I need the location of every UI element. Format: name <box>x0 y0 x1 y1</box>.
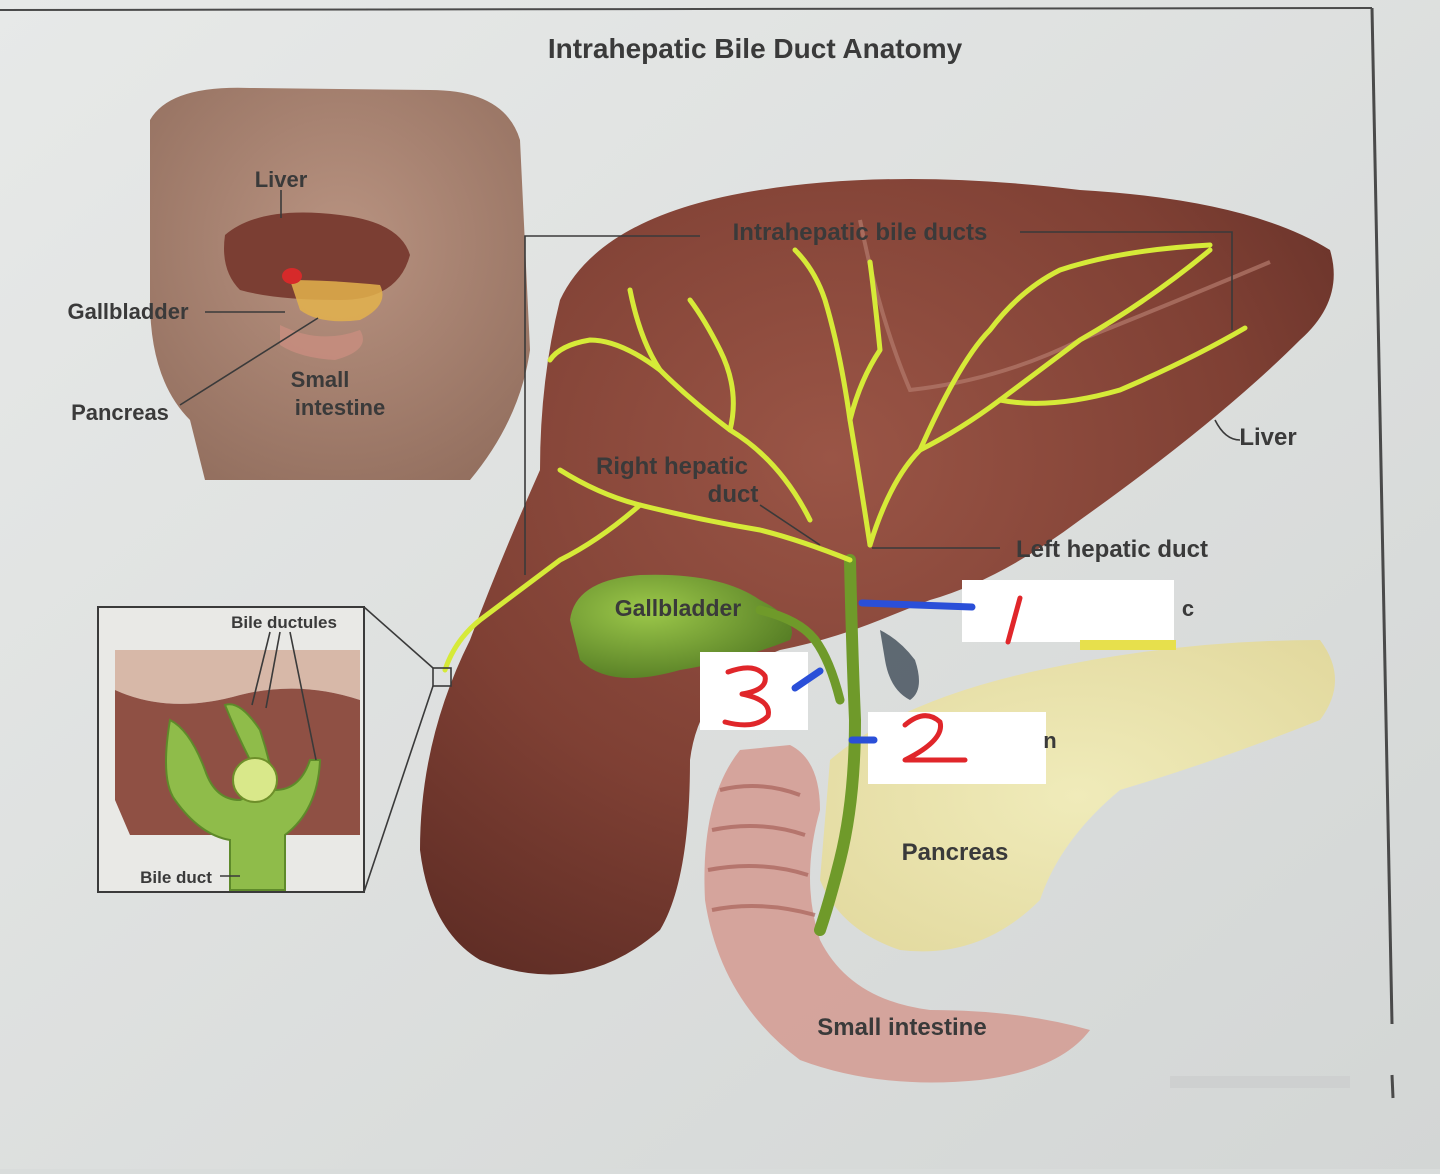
label-pancreas: Pancreas <box>902 839 1009 866</box>
inset-label-bile-duct: Bile duct <box>140 868 212 887</box>
inset-label-bile-ductules: Bile ductules <box>231 613 337 632</box>
zoom-line-bottom <box>363 685 434 893</box>
handwritten-number-1 <box>1005 595 1023 645</box>
label-left-hepatic-duct: Left hepatic duct <box>1016 536 1208 563</box>
common-bile-duct <box>814 554 862 936</box>
portal-vein-fragment <box>880 630 919 700</box>
cut-letter-c: c <box>1182 596 1194 621</box>
liver-leader <box>1214 419 1241 441</box>
inset-ductules-leader-3 <box>289 631 317 761</box>
cover-box-1 <box>962 580 1174 642</box>
inset-ductules-leader-2 <box>265 631 281 709</box>
cover-box-2 <box>868 712 1046 784</box>
torso-label-liver: Liver <box>255 167 308 192</box>
cover-box-1-edge <box>1080 640 1176 650</box>
cystic-duct <box>755 605 845 705</box>
main-liver <box>420 179 1334 975</box>
frame-right-line <box>1370 7 1394 1025</box>
intrahepatic-leader-left <box>524 235 700 575</box>
torso-figure <box>150 87 530 480</box>
intrahepatic-leader-right <box>1020 231 1233 330</box>
small-intestine-shape <box>704 745 1090 1083</box>
right-hepatic-leader <box>759 504 821 546</box>
faded-copyright <box>1170 1076 1350 1088</box>
intrahepatic-ducts <box>442 242 1248 673</box>
label-intrahepatic-bile-ducts: Intrahepatic bile ducts <box>733 219 988 246</box>
small-intestine-folds <box>707 784 816 917</box>
liver-falciform-ridge <box>858 219 1271 393</box>
torso-small-intestine <box>280 325 363 360</box>
frame-right-tick <box>1390 1074 1395 1099</box>
label-small-intestine: Small intestine <box>817 1014 986 1041</box>
inset-tissue-top <box>115 650 360 704</box>
handwritten-number-2 <box>902 713 968 763</box>
torso-pancreas <box>290 280 383 322</box>
torso-label-small-line2: intestine <box>295 395 385 420</box>
zoom-source-box <box>432 667 452 687</box>
frame-top-line <box>0 7 1373 11</box>
marker-line-1 <box>858 599 976 611</box>
label-right-hepatic-duct-line1: Right hepatic <box>596 453 748 480</box>
inset-panel <box>97 606 365 893</box>
torso-gallbladder <box>282 268 302 284</box>
torso-label-gallbladder: Gallbladder <box>67 299 188 324</box>
diagram-title: Intrahepatic Bile Duct Anatomy <box>548 33 963 64</box>
torso-label-small-line1: Small <box>291 367 350 392</box>
liver-shape <box>420 179 1334 975</box>
torso-label-pancreas: Pancreas <box>71 400 169 425</box>
zoom-line-top <box>363 606 434 669</box>
label-gallbladder: Gallbladder <box>615 595 742 621</box>
inset-ductules-leader-1 <box>251 631 271 706</box>
cut-letter-n: n <box>1043 728 1056 753</box>
label-right-hepatic-duct-line2: duct <box>708 481 759 508</box>
torso-pancreas-leader <box>179 317 319 406</box>
marker-line-3 <box>791 667 824 692</box>
label-liver: Liver <box>1239 424 1296 451</box>
inset-duct-lumen <box>232 757 278 803</box>
handwritten-number-3 <box>722 665 771 728</box>
torso-liver <box>224 212 410 300</box>
